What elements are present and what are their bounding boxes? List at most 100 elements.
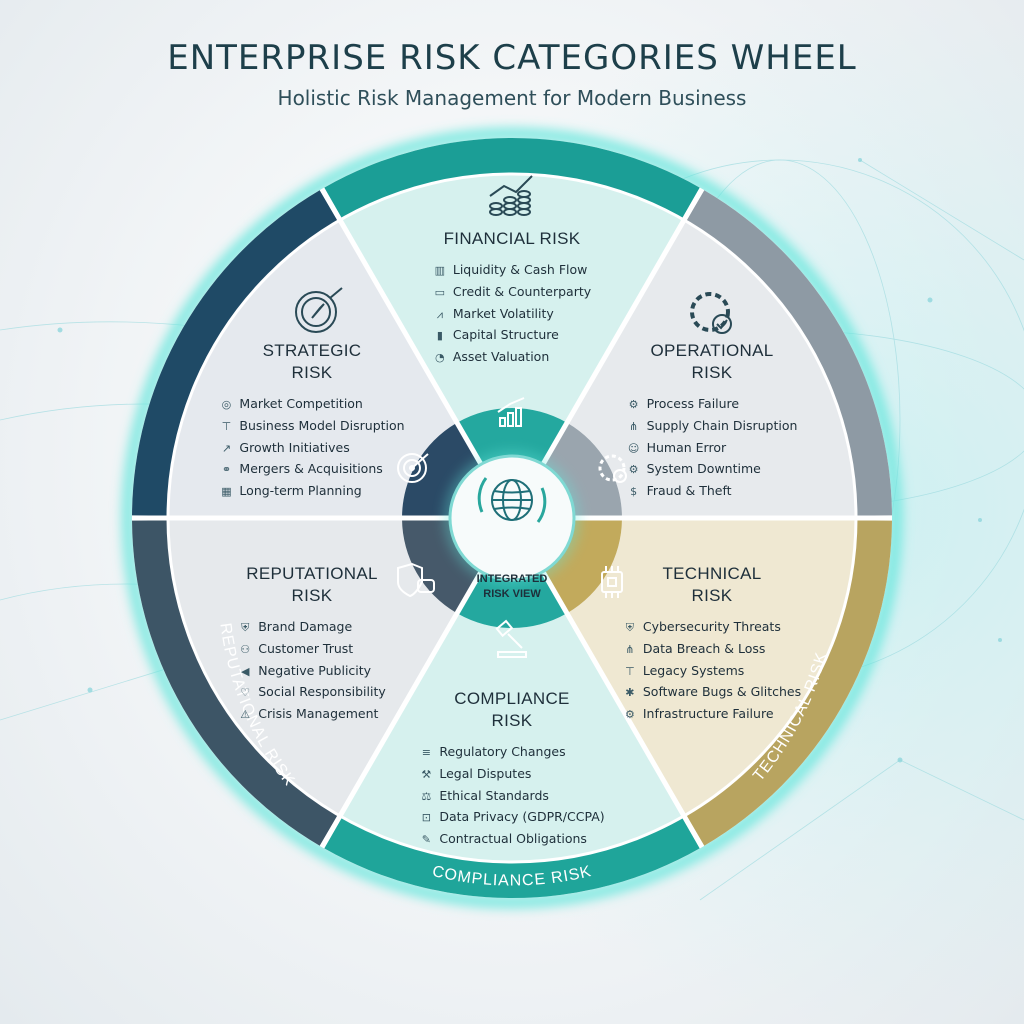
page-subtitle: Holistic Risk Management for Modern Busi…	[277, 86, 747, 110]
list-item: ▭Credit & Counterparty	[433, 282, 591, 304]
segment-financial-list: ▥Liquidity & Cash Flow▭Credit & Counterp…	[433, 260, 591, 369]
page-title: ENTERPRISE RISK CATEGORIES WHEEL	[167, 38, 857, 78]
list-item: ✎ Contractual Obligations	[419, 829, 604, 851]
coins-growth-icon	[489, 175, 533, 216]
bug-icon: ✱	[625, 686, 635, 700]
segment-technical-ring[interactable]	[686, 520, 892, 846]
list-item: ⛨Cybersecurity Threats	[623, 617, 801, 639]
contract-icon: ✎	[421, 833, 431, 847]
list-item: ▦Long-term Planning	[219, 481, 404, 503]
segment-technical-list: ⛨Cybersecurity Threats ⋔ Data Breach & Los…	[623, 617, 801, 726]
gavel-icon	[495, 619, 527, 658]
segment-reputational-title-line1: REPUTATIONAL	[246, 564, 378, 583]
segment-reputational-body[interactable]	[168, 518, 457, 815]
hierarchy-icon: ⊤	[625, 664, 635, 678]
segment-compliance-inner	[457, 571, 567, 629]
segment-financial-inner	[457, 408, 567, 465]
list-item: ≡Regulatory Changes	[419, 742, 604, 764]
list-item: ⊤ Business Model Disruption	[219, 416, 405, 438]
list-item-label: Social Responsibility	[258, 684, 386, 700]
list-item: ⋔ Data Breach & Loss	[623, 639, 801, 661]
list-item-label: Negative Publicity	[258, 662, 372, 678]
center-label-line1: INTEGRATED	[476, 573, 548, 585]
segment-strategic-title-line1: STRATEGIC	[262, 341, 362, 360]
segment-divider	[540, 187, 705, 466]
list-item-label: Software Bugs & Glitches	[642, 684, 802, 700]
list-item-label: Customer Trust	[258, 640, 354, 656]
list-item: ⚭Mergers & Acquisitions	[219, 459, 404, 481]
money-bag-icon: $	[630, 485, 638, 499]
segment-operational-body[interactable]	[567, 221, 856, 518]
pie-chart-icon: ◔	[435, 351, 445, 365]
list-item: ▮Capital Structure	[433, 325, 591, 347]
segment-strategic-title-line2: RISK	[291, 363, 333, 382]
list-item-label: Capital Structure	[452, 327, 559, 343]
list-item: ⚒ Legal Disputes	[419, 764, 604, 786]
shield-icon: ⛨	[241, 621, 250, 634]
list-item-label: Long-term Planning	[239, 483, 362, 499]
segment-compliance-title-line1: COMPLIANCE	[454, 689, 570, 708]
chip-icon	[601, 566, 623, 598]
list-item-label: Process Failure	[646, 396, 740, 411]
gear-icon: ⚙	[628, 398, 639, 411]
lock-icon: ⊡	[421, 811, 431, 825]
list-item: ◔ Asset Valuation	[433, 347, 591, 369]
segment-compliance-ring[interactable]	[324, 817, 700, 899]
segment-compliance-body[interactable]	[342, 613, 682, 862]
users-icon: ⚇	[240, 642, 251, 656]
list-item-label: Contractual Obligations	[439, 831, 587, 847]
segment-divider	[319, 570, 484, 849]
gear-icon: ⚙	[624, 708, 635, 722]
segment-operational-title-line1: OPERATIONAL	[650, 341, 774, 360]
segment-strategic-body[interactable]	[168, 221, 457, 518]
alert-icon: ⚠	[240, 708, 251, 722]
hands-icon: ♡	[240, 686, 251, 700]
list-item: ⊡Data Privacy (GDPR/CCPA)	[419, 807, 605, 829]
segment-strategic-ring[interactable]	[132, 190, 338, 516]
list-item-label: Data Breach & Loss	[642, 640, 766, 656]
center-label: INTEGRATED RISK VIEW	[452, 572, 572, 602]
list-item: ⚙Infrastructure Failure	[623, 704, 801, 726]
segment-financial-body[interactable]	[342, 173, 682, 423]
segment-operational-ring[interactable]	[686, 190, 892, 516]
list-item-label: Fraud & Theft	[646, 483, 732, 499]
segment-technical-body[interactable]	[567, 518, 856, 815]
person-icon: ☺	[627, 441, 640, 455]
list-item-label: Credit & Counterparty	[452, 283, 592, 299]
list-item-label: Legacy Systems	[642, 662, 745, 678]
list-item-label: Business Model Disruption	[239, 417, 405, 433]
segment-compliance-title-line2: RISK	[491, 711, 533, 730]
segment-reputational-ring[interactable]	[132, 520, 338, 846]
segment-technical-title-line2: RISK	[691, 586, 733, 605]
gear-check-icon-inner	[598, 454, 627, 483]
target-icon: ◎	[221, 398, 232, 411]
hierarchy-icon: ⊤	[221, 419, 232, 433]
segment-technical-inner	[543, 518, 622, 613]
center-hub[interactable]	[448, 454, 576, 582]
target-icon-inner	[397, 453, 429, 483]
segment-financial-ring[interactable]	[324, 138, 700, 219]
list-item-label: Human Error	[646, 439, 727, 455]
document-icon: ≡	[421, 746, 431, 759]
segment-compliance-title: COMPLIANCE RISK	[412, 688, 612, 732]
trend-up-icon: ↗	[221, 441, 232, 455]
list-item-label: Crisis Management	[258, 706, 379, 722]
ring-divider	[166, 172, 858, 864]
scales-icon: ⚖	[421, 789, 432, 803]
segment-operational-list: ⚙Process Failure⋔Supply Chain Disruption…	[627, 394, 798, 503]
segment-compliance-text: COMPLIANCE RISK ≡Regulatory Changes ⚒ Legal …	[412, 688, 612, 851]
list-item-label: Legal Disputes	[439, 765, 532, 781]
network-icon: ⋔	[625, 642, 635, 656]
globe-cycle-icon	[477, 477, 547, 523]
list-item: ⚖Ethical Standards	[419, 786, 604, 808]
gavel-icon: ⚒	[421, 767, 432, 781]
list-item-label: Asset Valuation	[452, 349, 550, 365]
gear-icon: ⚙	[628, 463, 639, 477]
